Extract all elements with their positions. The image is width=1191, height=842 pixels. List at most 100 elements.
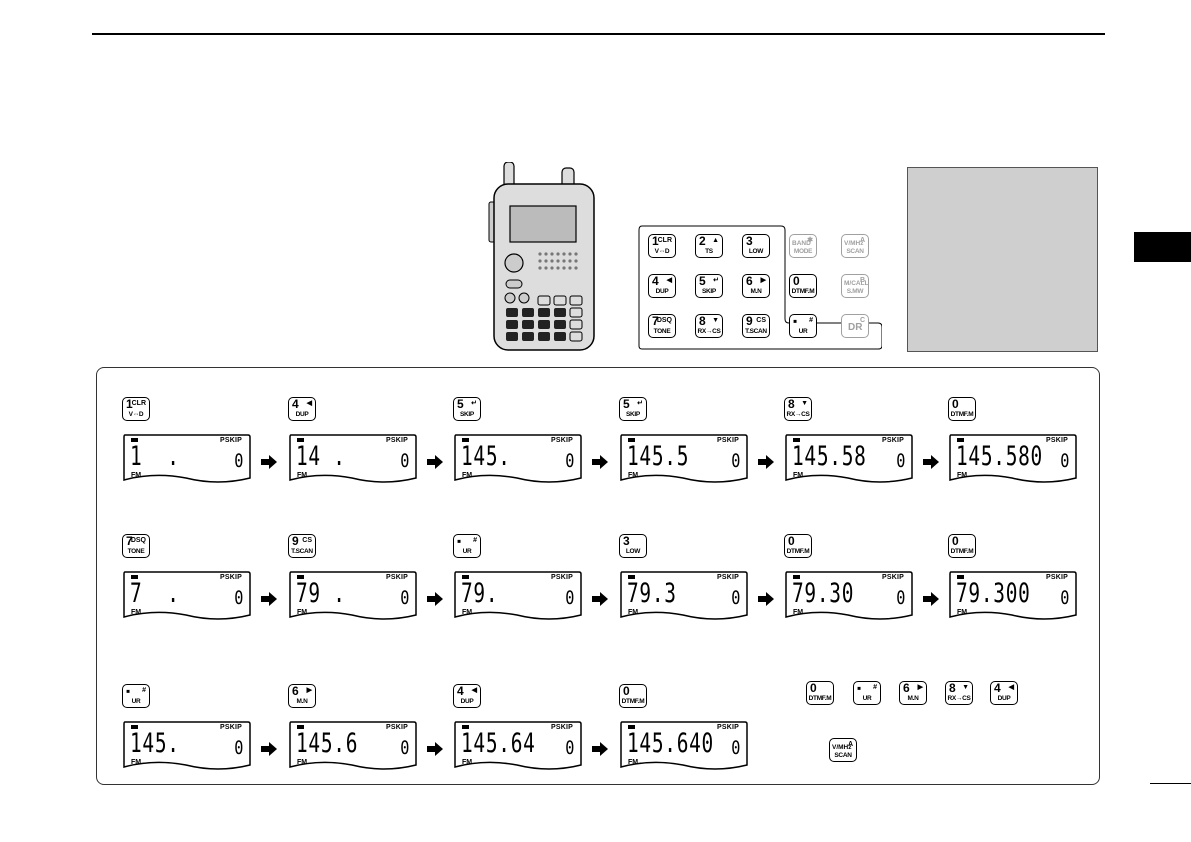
key-secondary-label: DSQ bbox=[656, 317, 672, 324]
mode-indicator: FM bbox=[462, 609, 473, 616]
key-function-label: UR bbox=[798, 328, 808, 335]
key-function-label: S.MW bbox=[846, 288, 864, 295]
key-k5[interactable]: 5↵SKIP bbox=[453, 397, 481, 421]
key-main-label: 3 bbox=[623, 534, 630, 548]
key-secondary-label: # bbox=[473, 537, 477, 544]
pskip-indicator: PSKIP bbox=[550, 574, 573, 581]
key-k4[interactable]: 4◀DUP bbox=[453, 684, 481, 708]
key-k4[interactable]: 4◀DUP bbox=[990, 681, 1018, 705]
key-main-label: 0 bbox=[793, 274, 800, 288]
key-kdot[interactable]: ▪#UR bbox=[853, 681, 881, 705]
key-k5[interactable]: 5↵SKIP bbox=[619, 397, 647, 421]
right-arrow-icon bbox=[261, 592, 277, 606]
key-secondary-label: ✱ bbox=[807, 237, 813, 244]
battery-icon bbox=[628, 438, 635, 442]
battery-icon bbox=[957, 438, 964, 442]
key-function-label: RX→CS bbox=[947, 695, 971, 702]
mode-indicator: FM bbox=[462, 472, 473, 479]
key-kdot[interactable]: ▪#UR bbox=[122, 684, 150, 708]
mode-indicator: FM bbox=[628, 472, 639, 479]
pskip-indicator: PSKIP bbox=[550, 724, 573, 731]
key-function-label: DTMF.M bbox=[786, 548, 810, 555]
frequency-readout: 79.30 bbox=[792, 578, 855, 609]
key-k8[interactable]: 8▼RX→CS bbox=[695, 314, 723, 338]
key-main-label: 0 bbox=[952, 534, 959, 548]
key-function-label: SCAN bbox=[834, 752, 852, 759]
key-secondary-label: ↵ bbox=[471, 400, 477, 407]
channel-readout: 0 bbox=[399, 450, 409, 472]
key-k4[interactable]: 4◀DUP bbox=[648, 274, 676, 298]
key-k8[interactable]: 8▼RX→CS bbox=[784, 397, 812, 421]
pskip-indicator: PSKIP bbox=[219, 437, 242, 444]
key-secondary-label: CS bbox=[756, 317, 766, 324]
pskip-indicator: PSKIP bbox=[1045, 574, 1068, 581]
mode-indicator: FM bbox=[131, 759, 142, 766]
key-secondary-label: B bbox=[859, 277, 865, 284]
key-k6[interactable]: 6▶M.N bbox=[288, 684, 316, 708]
key-main-label: 9 bbox=[292, 534, 299, 548]
key-k5[interactable]: 5↵SKIP bbox=[695, 274, 723, 298]
key-secondary-label: # bbox=[809, 317, 813, 324]
frequency-readout: 14 . bbox=[296, 441, 346, 472]
channel-readout: 0 bbox=[233, 450, 243, 472]
frequency-readout: 145.6 bbox=[296, 728, 359, 759]
frequency-readout: 145. bbox=[130, 728, 180, 759]
key-main-label: 9 bbox=[746, 314, 753, 328]
key-main-label: 5 bbox=[623, 397, 630, 411]
key-main-label: 0 bbox=[788, 534, 795, 548]
pskip-indicator: PSKIP bbox=[385, 724, 408, 731]
key-secondary-label: A bbox=[847, 741, 853, 748]
pskip-indicator: PSKIP bbox=[881, 574, 904, 581]
key-main-label: 1 bbox=[126, 397, 133, 411]
key-band[interactable]: BAND✱MODE bbox=[789, 234, 817, 258]
channel-readout: 0 bbox=[895, 450, 905, 472]
battery-icon bbox=[793, 438, 800, 442]
key-secondary-label: ▼ bbox=[801, 400, 808, 407]
key-secondary-label: ↵ bbox=[637, 400, 643, 407]
key-function-label: MODE bbox=[793, 248, 813, 255]
key-secondary-label: ▼ bbox=[712, 317, 719, 324]
key-main-label: 7 bbox=[652, 314, 659, 328]
key-main-label: V/MHz bbox=[832, 744, 852, 751]
pskip-indicator: PSKIP bbox=[385, 437, 408, 444]
key-k2[interactable]: 2▲TS bbox=[695, 234, 723, 258]
channel-readout: 0 bbox=[399, 737, 409, 759]
key-main-label: 1 bbox=[652, 234, 659, 248]
key-k6[interactable]: 6▶M.N bbox=[899, 681, 927, 705]
key-kdot[interactable]: ▪#UR bbox=[789, 314, 817, 338]
key-secondary-label: ◀ bbox=[306, 400, 312, 407]
key-secondary-label: ▶ bbox=[760, 277, 766, 284]
key-main-label: 7 bbox=[126, 534, 133, 548]
key-k8[interactable]: 8▼RX→CS bbox=[945, 681, 973, 705]
mode-indicator: FM bbox=[462, 759, 473, 766]
key-secondary-label: CLR bbox=[657, 237, 672, 244]
key-kdot[interactable]: ▪#UR bbox=[453, 534, 481, 558]
frequency-readout: 79. bbox=[461, 578, 499, 609]
key-main-label: 4 bbox=[994, 681, 1001, 695]
key-k6[interactable]: 6▶M.N bbox=[742, 274, 770, 298]
key-k4[interactable]: 4◀DUP bbox=[288, 397, 316, 421]
frequency-readout: 145.64 bbox=[461, 728, 536, 759]
